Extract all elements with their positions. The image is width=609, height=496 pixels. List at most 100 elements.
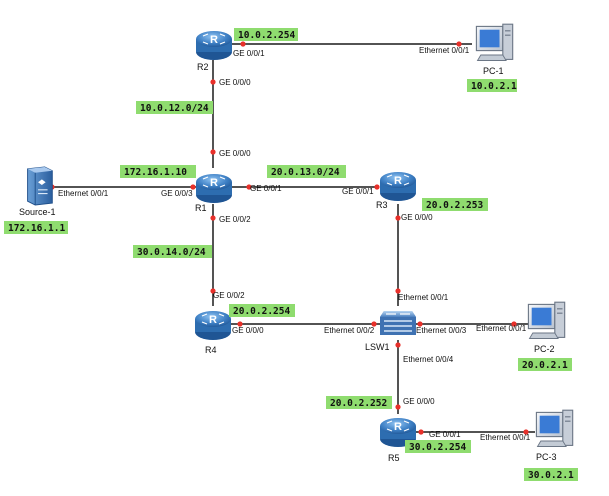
port-label: Ethernet 0/0/2: [324, 326, 375, 335]
svg-text:20.0.2.1: 20.0.2.1: [522, 360, 568, 371]
port-labels: GE 0/0/1 Ethernet 0/0/1 GE 0/0/0 GE 0/0/…: [58, 46, 531, 442]
port-label: GE 0/0/1: [342, 187, 374, 196]
ip-label: 20.0.2.1: [518, 358, 572, 371]
port-label: GE 0/0/0: [401, 213, 433, 222]
device-r2[interactable]: R2: [195, 30, 233, 72]
port-dot: [246, 184, 252, 190]
port-label: GE 0/0/1: [233, 49, 265, 58]
svg-text:30.0.14.0/24: 30.0.14.0/24: [137, 247, 206, 258]
port-dot: [395, 404, 401, 410]
ip-label: 20.0.2.252: [326, 396, 392, 409]
port-label: Ethernet 0/0/1: [476, 324, 527, 333]
port-dot: [456, 41, 462, 47]
ip-label: 172.16.1.1: [4, 221, 68, 234]
device-label: R5: [388, 453, 400, 463]
pc-icon: [475, 23, 514, 62]
device-label: PC-2: [534, 344, 555, 354]
svg-text:20.0.2.253: 20.0.2.253: [426, 200, 483, 211]
device-r1[interactable]: R1: [195, 173, 233, 213]
port-label: Ethernet 0/0/1: [419, 46, 470, 55]
device-source1[interactable]: Source-1: [19, 166, 56, 217]
svg-text:172.16.1.10: 172.16.1.10: [124, 167, 187, 178]
port-label: GE 0/0/0: [403, 397, 435, 406]
port-dot: [190, 184, 196, 190]
port-label: GE 0/0/1: [250, 184, 282, 193]
port-label: Ethernet 0/0/3: [416, 326, 467, 335]
svg-text:10.0.2.1: 10.0.2.1: [471, 81, 517, 92]
device-label: PC-1: [483, 66, 504, 76]
svg-text:20.0.13.0/24: 20.0.13.0/24: [271, 167, 340, 178]
port-dot: [240, 41, 246, 47]
links: [40, 43, 535, 433]
port-label: GE 0/0/0: [219, 149, 251, 158]
port-dot: [210, 79, 216, 85]
port-label: GE 0/0/2: [219, 215, 251, 224]
router-icon: [194, 310, 232, 341]
pc-icon: [527, 301, 566, 340]
ip-label: 172.16.1.10: [120, 165, 196, 178]
device-pc3[interactable]: PC-3: [535, 409, 574, 462]
router-icon: [195, 173, 233, 204]
port-dot: [511, 321, 517, 327]
port-dot: [418, 429, 424, 435]
ip-label: 10.0.2.1: [467, 79, 517, 92]
port-dot: [395, 342, 401, 348]
svg-text:172.16.1.1: 172.16.1.1: [8, 223, 65, 234]
port-label: Ethernet 0/0/1: [480, 433, 531, 442]
ip-label: 30.0.2.254: [405, 440, 471, 453]
device-r5[interactable]: R5: [379, 417, 417, 463]
port-dot: [210, 288, 216, 294]
device-r3[interactable]: R3: [376, 171, 417, 210]
port-dot: [417, 321, 423, 327]
port-label: GE 0/0/1: [429, 430, 461, 439]
device-label: R1: [195, 203, 207, 213]
port-dots: [49, 41, 529, 435]
port-dot: [395, 288, 401, 294]
port-label: GE 0/0/0: [232, 326, 264, 335]
ip-label: 30.0.14.0/24: [133, 245, 212, 258]
ip-label: 30.0.2.1: [524, 468, 578, 481]
port-label: Ethernet 0/0/1: [58, 189, 109, 198]
device-label: R2: [197, 62, 209, 72]
switch-icon: [379, 310, 417, 336]
device-r4[interactable]: R4: [194, 310, 232, 355]
router-icon: [195, 30, 233, 61]
port-label: GE 0/0/3: [161, 189, 193, 198]
svg-text:30.0.2.1: 30.0.2.1: [528, 470, 574, 481]
port-label: GE 0/0/2: [213, 291, 245, 300]
svg-text:30.0.2.254: 30.0.2.254: [409, 442, 466, 453]
device-pc2[interactable]: PC-2: [527, 301, 566, 354]
port-dot: [210, 149, 216, 155]
svg-text:10.0.12.0/24: 10.0.12.0/24: [140, 103, 209, 114]
port-dot: [374, 184, 380, 190]
port-dot: [395, 215, 401, 221]
ip-label: 20.0.2.254: [229, 304, 295, 317]
svg-text:10.0.2.254: 10.0.2.254: [238, 30, 295, 41]
port-label: Ethernet 0/0/1: [398, 293, 449, 302]
svg-text:20.0.2.254: 20.0.2.254: [233, 306, 290, 317]
ip-label: 20.0.13.0/24: [267, 165, 346, 178]
ip-labels: 10.0.2.254 10.0.2.1 10.0.12.0/24 172.16.…: [4, 28, 578, 481]
ip-label: 20.0.2.253: [422, 198, 488, 211]
svg-text:20.0.2.252: 20.0.2.252: [330, 398, 387, 409]
port-dot: [523, 429, 529, 435]
device-label: R4: [205, 345, 217, 355]
device-label: PC-3: [536, 452, 557, 462]
ip-label: 10.0.2.254: [234, 28, 298, 41]
device-label: LSW1: [365, 342, 390, 352]
port-label: GE 0/0/0: [219, 78, 251, 87]
port-dot: [371, 321, 377, 327]
port-dot: [210, 215, 216, 221]
port-label: Ethernet 0/0/4: [403, 355, 454, 364]
pc-icon: [535, 409, 574, 448]
router-icon: [379, 171, 417, 202]
device-lsw1[interactable]: LSW1: [365, 310, 417, 352]
port-dot: [237, 321, 243, 327]
device-pc1[interactable]: PC-1: [475, 23, 514, 76]
device-label: R3: [376, 200, 388, 210]
device-label: Source-1: [19, 207, 56, 217]
server-icon: [27, 166, 53, 206]
ip-label: 10.0.12.0/24: [136, 101, 213, 114]
